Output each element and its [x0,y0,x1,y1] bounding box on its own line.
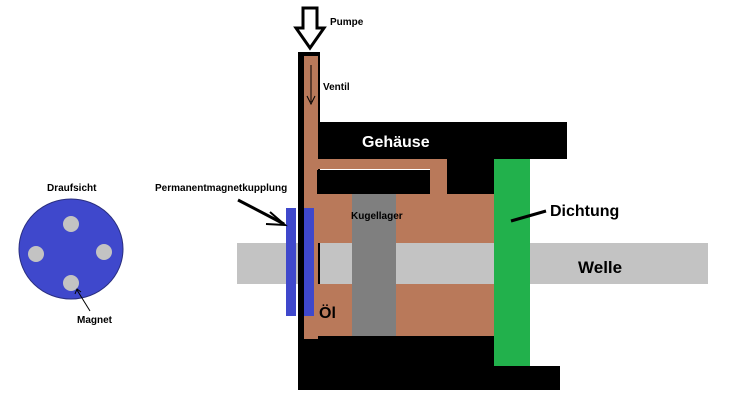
housing-inner-ledge [447,159,494,196]
coupling-pointer-line [237,198,285,226]
label-shaft: Welle [578,258,622,277]
housing-top-block [317,122,567,159]
label-oil: Öl [319,303,336,322]
coupling-plate-outer [286,208,296,316]
valve-channel [304,56,318,166]
label-bearing: Kugellager [351,211,403,222]
magnet-dot-right [96,244,112,260]
seal [494,159,530,366]
coupling-plate-inner [304,208,314,316]
magnet-dot-left [28,246,44,262]
magnet-pointer-head [74,288,82,295]
magnet-dot-top [63,216,79,232]
label-top-view: Draufsicht [47,183,97,194]
label-valve: Ventil [323,82,350,93]
label-pump: Pumpe [330,17,364,28]
top-view-disc [18,198,124,300]
oil-chamber-lower [318,284,494,336]
housing-bottom-right [494,366,560,390]
ball-bearing [352,194,396,336]
housing-bottom-block [298,336,496,390]
magnet-dot-bottom [63,275,79,291]
magnet-pointer-line [76,289,91,312]
housing-inner-bar [317,170,430,194]
pump-arrow-icon [293,6,327,51]
label-seal: Dichtung [550,203,619,220]
oil-channel-horizontal [304,159,447,169]
valve-arrow-icon [306,95,316,106]
label-magnetic-coupling: Permanentmagnetkupplung [155,183,287,194]
oil-channel-vertical [430,159,447,199]
oil-chamber-upper [318,194,494,243]
label-housing: Gehäuse [362,134,430,151]
coupling-pointer-head [265,211,288,227]
seal-pointer-line [510,209,547,223]
label-magnet: Magnet [77,315,113,326]
